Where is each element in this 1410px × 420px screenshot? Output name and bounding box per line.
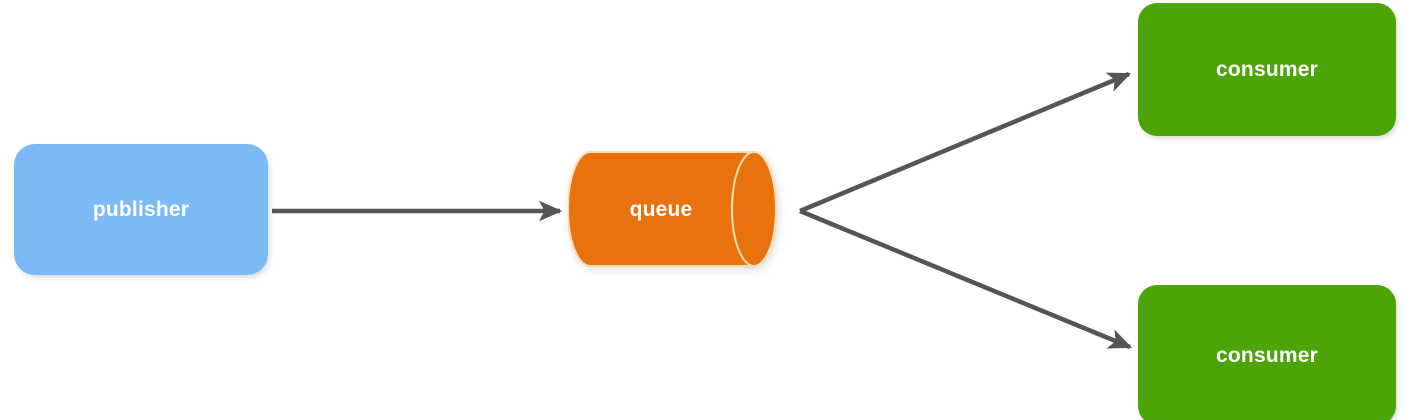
edge-queue-to-consumer-top — [799, 71, 1132, 214]
node-consumer-bottom-label: consumer — [1216, 343, 1318, 367]
node-publisher[interactable]: publisher — [14, 144, 268, 275]
node-publisher-label: publisher — [92, 198, 190, 221]
node-queue-label: queue — [629, 197, 693, 221]
node-consumer-top[interactable]: consumer — [1138, 3, 1396, 136]
cylinder-shape — [568, 151, 777, 267]
node-consumer-bottom[interactable]: consumer — [1138, 285, 1396, 420]
node-consumer-top-label: consumer — [1216, 58, 1318, 81]
node-queue[interactable]: queue — [568, 150, 798, 268]
edge-queue-to-consumer-bottom — [799, 208, 1133, 350]
